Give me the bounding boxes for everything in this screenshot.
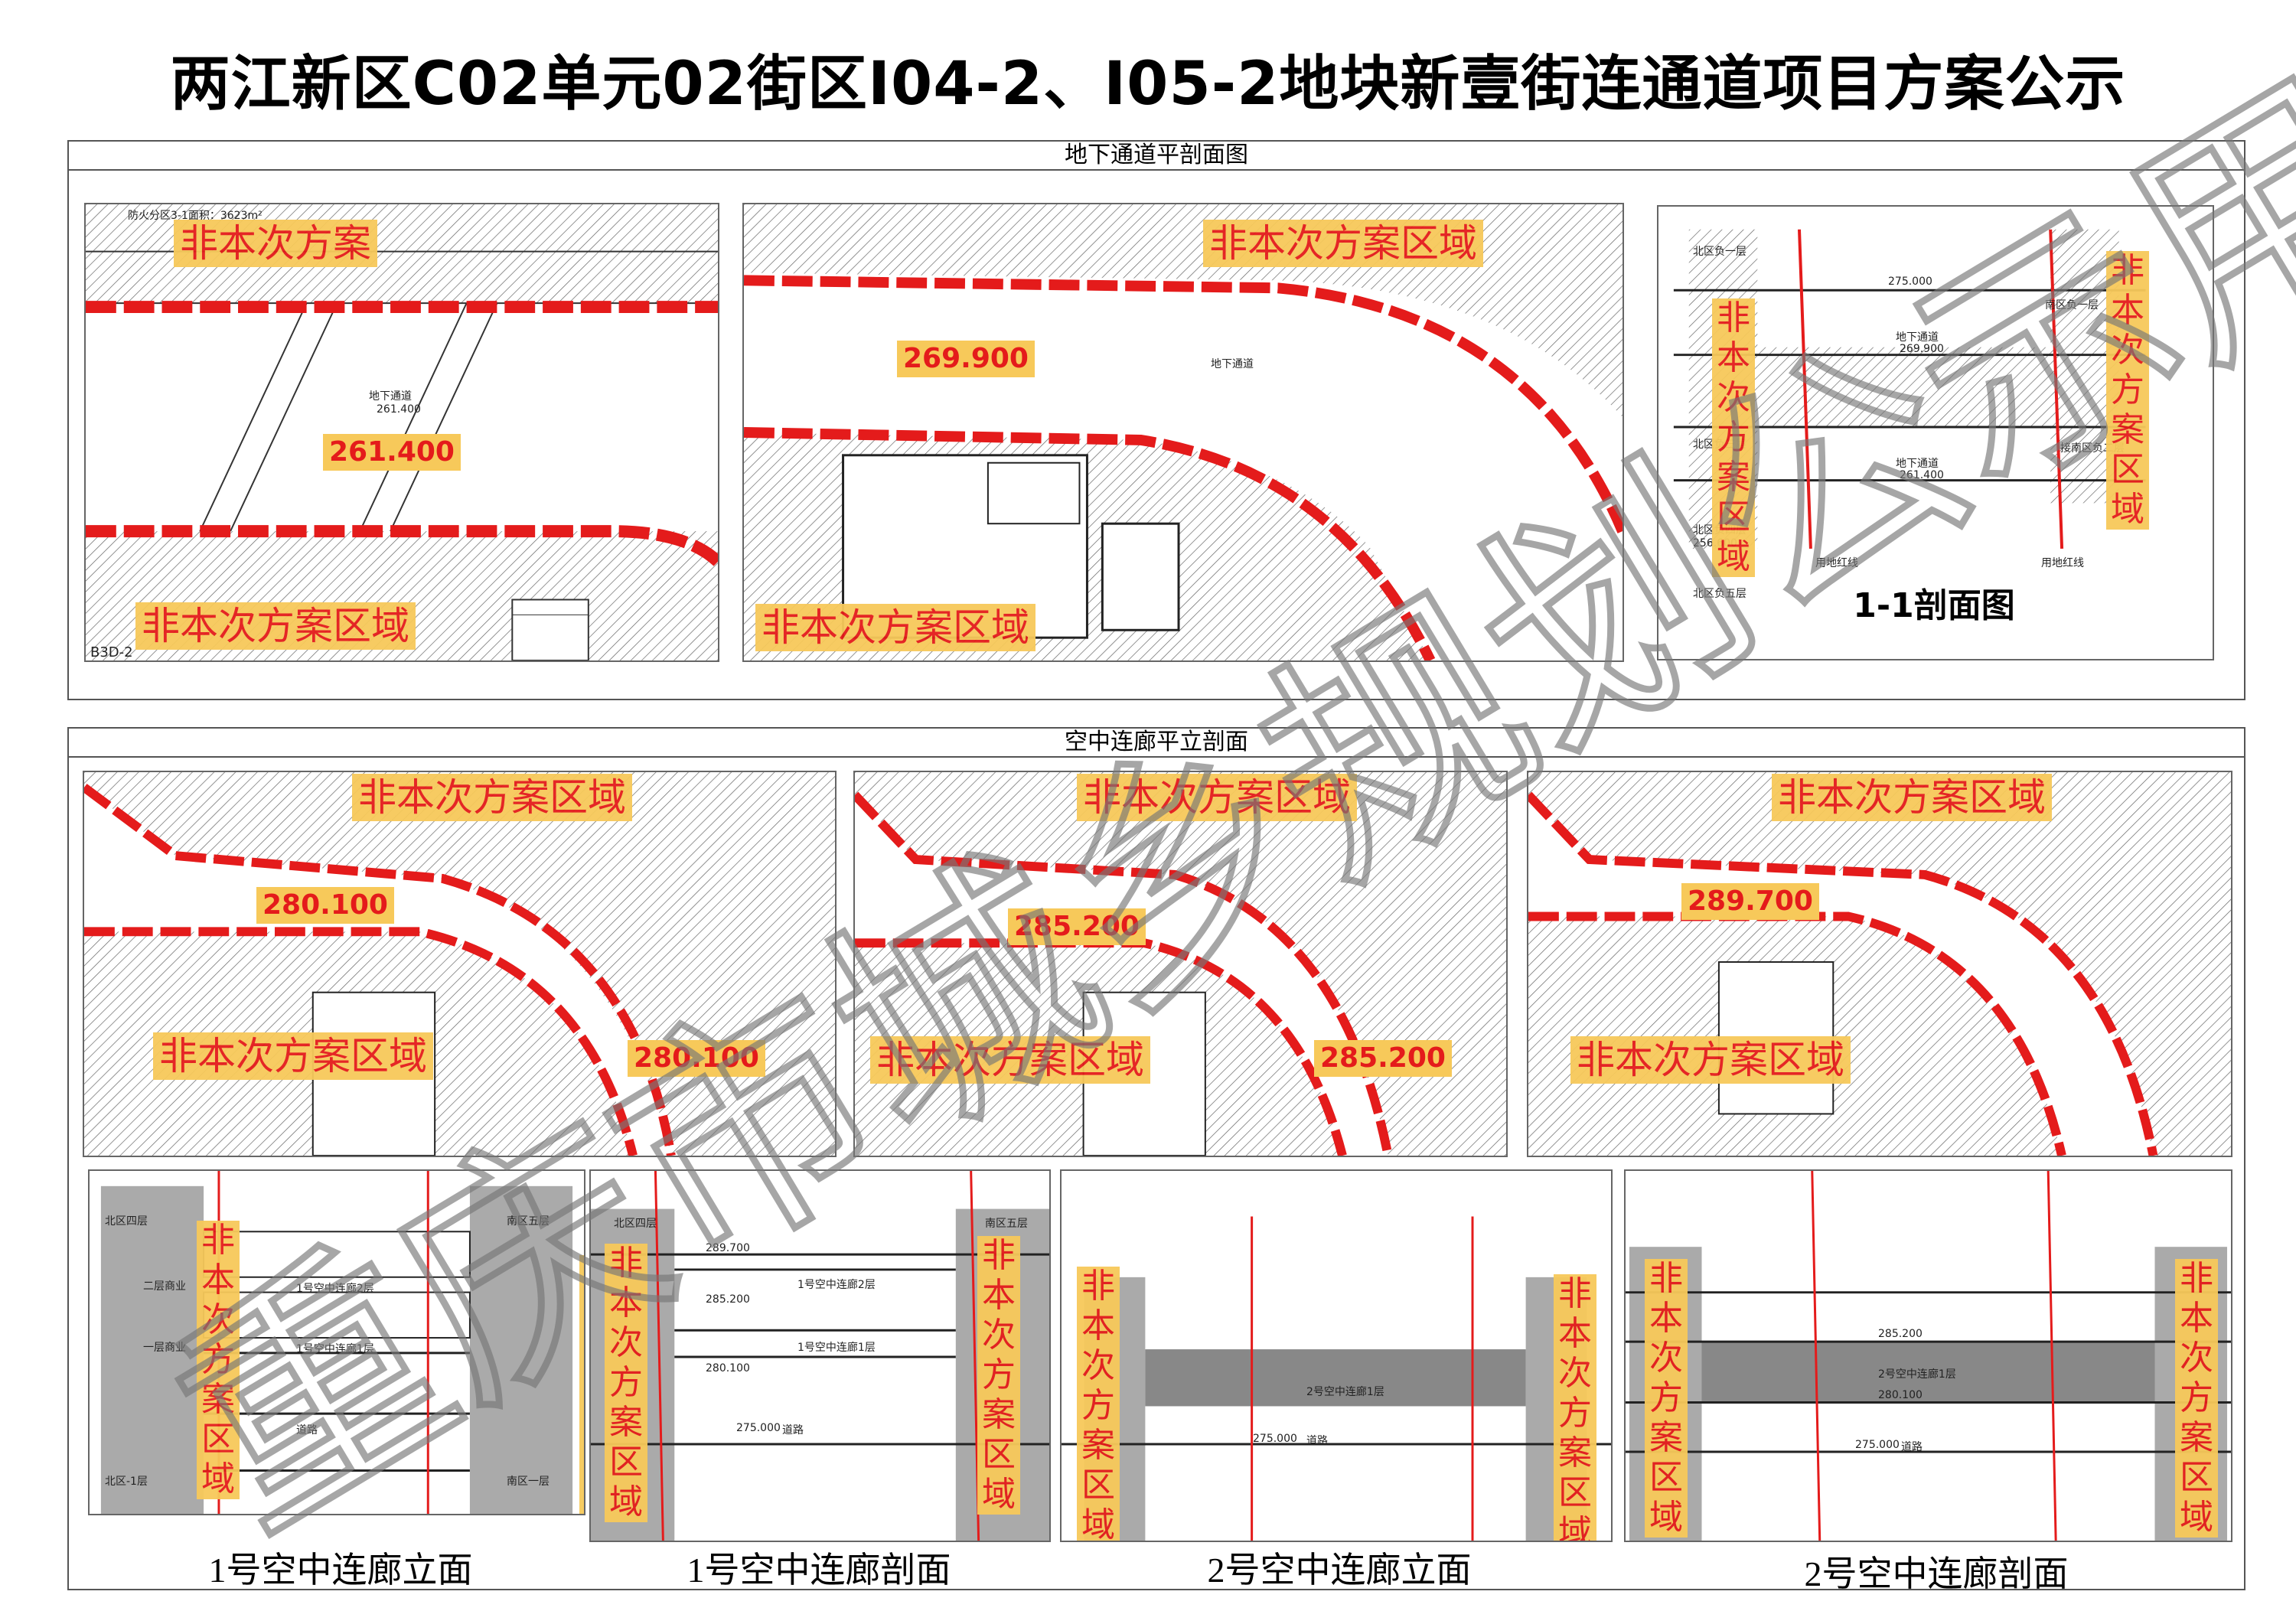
floor-label: 南区一层 [507,1476,550,1488]
non-scheme-vtag: 非本次方案区域 [2106,251,2149,530]
non-scheme-vtag: 非本次方案区域 [605,1244,647,1522]
tunnel-lower: 地下通道 [1896,458,1939,470]
floor-label: 北区-1层 [105,1476,148,1488]
road-label: 道路 [1306,1435,1328,1447]
elevation-tag: 280.100 [628,1040,765,1077]
skybridge-section-header: 空中连廊平立剖面 [69,729,2244,758]
elevation-2-drawing [1062,1216,1611,1541]
road-label: 道路 [782,1424,804,1436]
road-label: 道路 [296,1424,318,1436]
underground-plan-1: 防火分区3-1面积：3623m² B3D-2 非本次方案 地下通道 261.40… [84,203,719,662]
non-scheme-vtag: 非本次方案区域 [1077,1267,1120,1541]
non-scheme-tag: 非本次方案区域 [1570,1036,1851,1084]
elevation-tag: 285.200 [1314,1040,1452,1077]
elev-label: 275.000 [1253,1433,1297,1445]
elev-label: 275.000 [736,1422,781,1434]
non-scheme-vtag: 非本次方案区域 [2175,1259,2218,1538]
redline-label: 用地红线 [2041,557,2084,569]
floor-label: 南区五层 [507,1215,550,1228]
skybridge-plan-1-drawing [84,772,835,1156]
underground-plan-2-drawing [744,204,1623,660]
page-title: 两江新区C02单元02街区I04-2、I05-2地块新壹街连通道项目方案公示 [170,50,2126,119]
redline-label: 用地红线 [1815,557,1858,569]
south-b1: 南区负一层 [2045,299,2099,311]
non-scheme-vtag: 非本次方案区域 [1645,1259,1688,1538]
elev-label: 280.100 [706,1362,750,1375]
elev-label: 285.200 [1878,1328,1923,1340]
tunnel-label: 地下通道 [369,390,412,403]
floor-label: 2号空中连廊1层 [1878,1368,1956,1381]
non-scheme-tag: 非本次方案区域 [870,1036,1150,1084]
elevation-tag: 280.100 [256,887,394,924]
drawing-code: B3D-2 [90,644,133,660]
elevation-tag: 269.900 [897,341,1035,377]
elevation-2: 2号空中连廊1层 275.000 道路 非本次方案区域 非本次方案区域 [1060,1169,1613,1542]
elevation-1-drawing [100,1171,573,1514]
elevation-1-caption: 1号空中连廊立面 [208,1551,473,1590]
floor-label: 二层商业 [143,1280,186,1293]
north-b1: 北区负一层 [1693,246,1746,258]
floor-label: 2号空中连廊1层 [1306,1386,1384,1398]
floor-label: 南区五层 [985,1218,1028,1230]
section-1-1: 北区负一层 275.000 地下通道 269.900 地下通道 261.400 … [1657,205,2214,660]
non-scheme-tag: 非本次方案区域 [135,602,416,650]
elev-label: 289.700 [706,1242,750,1254]
underground-plan-2: 非本次方案区域 269.900 地下通道 非本次方案区域 [742,203,1624,662]
elevation-tag: 285.200 [1008,908,1146,945]
skybridge-plan-3-drawing [1528,772,2231,1156]
tunnel-upper-elev: 269.900 [1900,343,1944,355]
non-scheme-vtag: 非本次方案区域 [1554,1274,1596,1541]
section-2-caption: 2号空中连廊剖面 [1804,1554,2069,1593]
tunnel-elev-small: 261.400 [377,403,421,416]
skybridge-plan-2-drawing [855,772,1506,1156]
non-scheme-vtag: 非本次方案区域 [1712,298,1755,577]
floor-label: 北区四层 [105,1215,148,1228]
floor-label: 北区四层 [614,1218,657,1230]
elevation-2-caption: 2号空中连廊立面 [1207,1551,1472,1590]
non-scheme-tag: 非本次方案区域 [755,604,1035,651]
fire-zone-note: 防火分区3-1面积：3623m² [128,210,263,222]
elev-label: 275.000 [1855,1439,1900,1451]
non-scheme-tag: 非本次方案区域 [1203,220,1483,267]
elevation-tag: 261.400 [323,434,461,471]
tunnel-lower-elev: 261.400 [1900,469,1944,481]
north-b5: 北区负五层 [1693,588,1746,600]
floor-label: 1号空中连廊2层 [296,1283,374,1295]
non-scheme-tag: 非本次方案区域 [1772,774,2052,821]
elev-label: 285.200 [706,1293,750,1306]
floor-label: 1号空中连廊2层 [797,1279,876,1291]
top-elev: 275.000 [1888,276,1932,288]
non-scheme-vtag: 非本次方案区域 [977,1236,1020,1515]
skybridge-plan-1: 非本次方案区域 280.100 非本次方案区域 280.100 [83,771,837,1157]
section-2-drawing [1626,1171,2231,1541]
floor-label: 1号空中连廊1层 [296,1343,374,1355]
non-scheme-tag: 非本次方案区域 [153,1032,433,1080]
road-label: 道路 [1901,1441,1923,1453]
section-1-caption: 1号空中连廊剖面 [687,1551,951,1590]
non-scheme-tag: 非本次方案区域 [352,774,632,821]
tunnel-label: 地下通道 [1211,358,1254,370]
elevation-tag: 289.700 [1681,883,1819,920]
floor-label: 1号空中连廊1层 [797,1342,876,1354]
elev-label: 280.100 [1878,1389,1923,1401]
non-scheme-tag: 非本次方案 [174,220,377,267]
section-1: 北区四层 南区五层 289.700 1号空中连廊2层 285.200 1号空中连… [589,1169,1051,1542]
floor-label: 一层商业 [143,1342,186,1354]
tunnel-upper: 地下通道 [1896,331,1939,344]
underground-plan-1-drawing [86,204,718,660]
section-1-1-caption: 1-1剖面图 [1853,586,2015,625]
section-2: 285.200 2号空中连廊1层 280.100 275.000 道路 非本次方… [1624,1169,2232,1542]
non-scheme-tag: 非本次方案区域 [1077,774,1357,821]
skybridge-plan-2: 非本次方案区域 285.200 非本次方案区域 285.200 [853,771,1508,1157]
non-scheme-vtag: 非本次方案区域 [197,1221,240,1499]
non-scheme-vtag: 非本次方案区域 [579,1255,584,1514]
skybridge-plan-3: 非本次方案区域 289.700 非本次方案区域 [1527,771,2232,1157]
underground-section-header: 地下通道平剖面图 [69,142,2244,171]
elevation-1: 北区四层 南区五层 1号空中连廊2层 1号空中连廊1层 二层商业 一层商业 道路… [88,1169,585,1515]
